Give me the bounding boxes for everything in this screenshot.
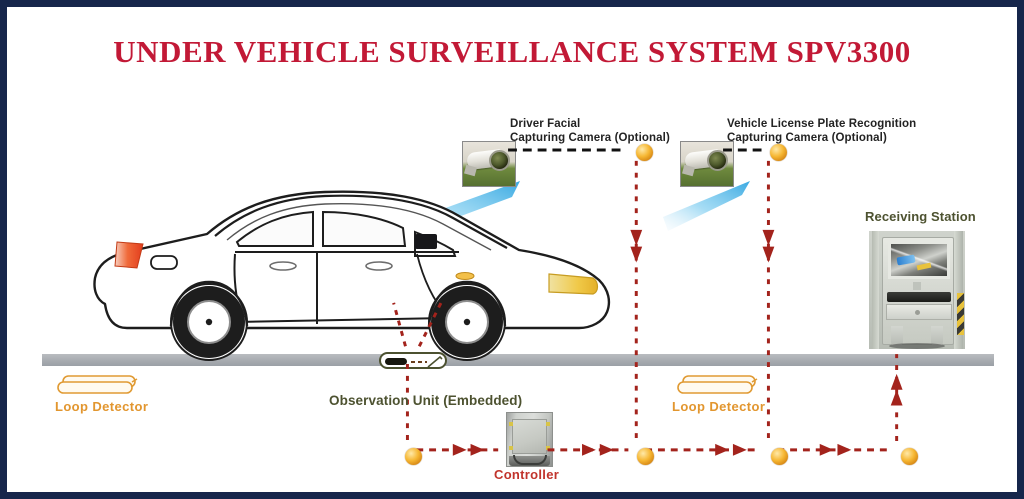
loop-detector-left-icon — [57, 375, 138, 394]
camera-lens-icon — [707, 150, 728, 171]
label-controller: Controller — [494, 467, 560, 482]
station-door-frame-left — [872, 231, 879, 349]
station-vent-slot — [887, 292, 951, 302]
station-leg-right — [931, 326, 943, 346]
controller-bolt — [509, 446, 513, 450]
road-surface — [42, 354, 994, 366]
observation-unit — [379, 352, 447, 369]
station-leg-left — [891, 326, 903, 346]
controller-panel — [512, 419, 547, 454]
label-license-plate-camera: Vehicle License Plate Recognition Captur… — [727, 118, 917, 144]
camera-lens-icon — [489, 150, 510, 171]
label-driver-facial-camera: Driver Facial Capturing Camera (Optional… — [510, 118, 670, 144]
label-loop-detector-right: Loop Detector — [672, 399, 766, 414]
loop-detector-right-icon — [677, 375, 758, 394]
arrow-head-icon — [890, 373, 903, 406]
connection-node-observation — [405, 448, 422, 465]
controller-cable — [513, 455, 547, 465]
station-tray-knob — [915, 310, 920, 315]
station-door-frame-right — [954, 231, 963, 349]
controller-bolt — [546, 446, 550, 450]
station-monitor-stand — [913, 282, 921, 290]
license-plate-camera-image — [680, 141, 734, 187]
arrow-head-icon — [630, 229, 775, 263]
label-receiving-station: Receiving Station — [865, 209, 976, 224]
diagram-canvas: UNDER VEHICLE SURVEILLANCE SYSTEM SPV330… — [7, 7, 1017, 492]
station-hazard-stripe — [957, 293, 964, 335]
controller-bolt — [509, 422, 513, 426]
connection-node-camera1 — [636, 144, 653, 161]
observation-unit-sensor-bar — [385, 358, 407, 365]
connection-node-bus-1 — [637, 448, 654, 465]
station-monitor — [888, 241, 950, 279]
page-title: UNDER VEHICLE SURVEILLANCE SYSTEM SPV330… — [113, 34, 911, 69]
connection-node-station — [901, 448, 918, 465]
vehicle-illustration — [93, 190, 611, 361]
connection-node-camera2 — [770, 144, 787, 161]
controller-bolt — [546, 422, 550, 426]
label-observation-unit: Observation Unit (Embedded) — [329, 393, 523, 408]
observation-unit-scan-icon — [427, 356, 443, 368]
connection-node-bus-2 — [771, 448, 788, 465]
receiving-station-image — [869, 231, 965, 349]
license-plate-camera-beam — [663, 181, 750, 231]
station-shadow — [889, 343, 945, 349]
observation-unit-link-dash — [411, 361, 427, 363]
label-loop-detector-left: Loop Detector — [55, 399, 149, 414]
controller-image — [506, 412, 553, 467]
controller-base — [509, 456, 550, 466]
driver-facial-camera-image — [462, 141, 516, 187]
